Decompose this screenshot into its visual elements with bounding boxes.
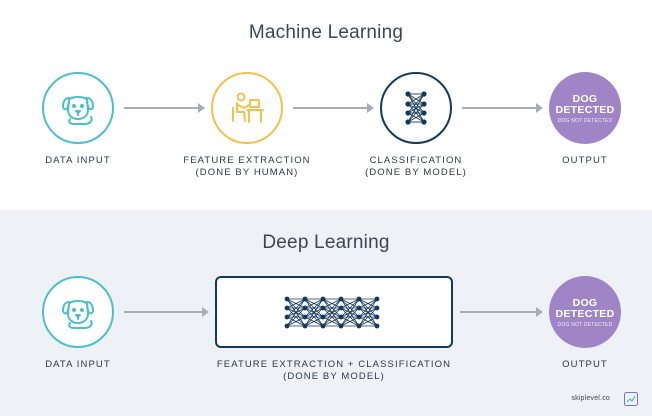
dl-title: Deep Learning (262, 232, 390, 253)
network-edge (304, 298, 324, 327)
network-node (356, 305, 362, 311)
ml-output-result: DOG DETECTED (555, 93, 615, 116)
network-node (421, 101, 427, 107)
network-node (338, 323, 344, 329)
dl-output-label: OUTPUT (562, 359, 608, 370)
brand-logo-icon (624, 392, 638, 406)
ml-output-node: DOG DETECTED DOG NOT DETECTED (549, 72, 621, 144)
deep-neural-network-icon (284, 296, 380, 329)
network-node (405, 119, 411, 125)
dog-icon (62, 96, 94, 125)
network-edge (322, 316, 342, 327)
dl-output-alt: DOG NOT DETECTED (557, 322, 613, 328)
network-node (374, 305, 380, 311)
network-node (356, 323, 362, 329)
dl-model-box (215, 276, 453, 348)
network-edge (286, 298, 306, 309)
ml-classification-node (380, 72, 452, 144)
network-edge (407, 93, 425, 114)
network-edge (286, 298, 306, 318)
network-edge (340, 307, 360, 327)
network-node (302, 314, 308, 320)
network-node (421, 110, 427, 116)
network-edge (340, 316, 360, 327)
network-edge (322, 298, 342, 327)
network-node (374, 323, 380, 329)
network-node (284, 323, 290, 329)
network-node (284, 314, 290, 320)
network-node (302, 323, 308, 329)
neural-network-icon (405, 91, 427, 125)
dl-data-input-label: DATA INPUT (45, 359, 111, 370)
network-edge (286, 298, 306, 327)
machine-learning-section: Machine Learning DATA INPUT FEATURE EXTR… (0, 0, 652, 205)
ml-feature-extraction-node (211, 72, 283, 144)
network-node (356, 296, 362, 302)
ml-feature-extraction-label: FEATURE EXTRACTION (DONE BY HUMAN) (183, 155, 311, 178)
brand-name: skiplevel.co (571, 395, 610, 402)
network-edge (358, 307, 378, 327)
ml-output-alt: DOG NOT DETECTED (557, 118, 613, 124)
network-node (356, 314, 362, 320)
network-edge (358, 298, 378, 327)
network-node (405, 101, 411, 107)
network-edge (340, 298, 360, 327)
human-at-desk-icon (232, 92, 264, 123)
network-edge (340, 298, 360, 309)
network-node (421, 119, 427, 125)
network-edge (304, 316, 324, 327)
ml-data-input-node (42, 72, 114, 144)
network-node (421, 91, 427, 97)
network-edge (304, 298, 324, 318)
network-edge (340, 298, 360, 318)
network-node (405, 110, 411, 116)
network-edge (358, 298, 378, 318)
network-node (320, 296, 326, 302)
dl-model-label: FEATURE EXTRACTION + CLASSIFICATION (DON… (216, 359, 452, 382)
network-edge (407, 93, 425, 123)
ml-arrow-1 (124, 103, 205, 113)
dl-data-input-node (42, 276, 114, 348)
network-node (338, 305, 344, 311)
network-node (320, 323, 326, 329)
ml-output-label: OUTPUT (562, 155, 608, 166)
network-node (302, 296, 308, 302)
network-node (338, 296, 344, 302)
ml-title: Machine Learning (248, 22, 404, 43)
ml-classification-label: CLASSIFICATION (DONE BY MODEL) (365, 155, 467, 178)
network-edge (407, 103, 425, 123)
network-node (405, 91, 411, 97)
ml-arrow-2 (293, 103, 374, 113)
network-edge (407, 93, 425, 105)
network-edge (286, 307, 306, 327)
ml-arrow-3 (462, 103, 543, 113)
network-edge (322, 298, 342, 318)
network-node (320, 305, 326, 311)
network-edge (358, 316, 378, 327)
network-edge (304, 307, 324, 327)
network-edge (358, 298, 378, 309)
dl-output-result: DOG DETECTED (555, 297, 615, 320)
network-node (374, 296, 380, 302)
network-node (284, 296, 290, 302)
network-node (374, 314, 380, 320)
network-node (284, 305, 290, 311)
dl-arrow-2 (460, 307, 543, 317)
network-edge (407, 112, 425, 123)
network-node (320, 314, 326, 320)
network-edge (322, 307, 342, 327)
network-edge (286, 316, 306, 327)
dog-icon (62, 300, 94, 329)
network-node (338, 314, 344, 320)
network-node (302, 305, 308, 311)
dl-arrow-1 (124, 307, 209, 317)
network-edge (322, 298, 342, 309)
dl-output-node: DOG DETECTED DOG NOT DETECTED (549, 276, 621, 348)
network-edge (304, 298, 324, 309)
ml-data-input-label: DATA INPUT (45, 155, 111, 166)
